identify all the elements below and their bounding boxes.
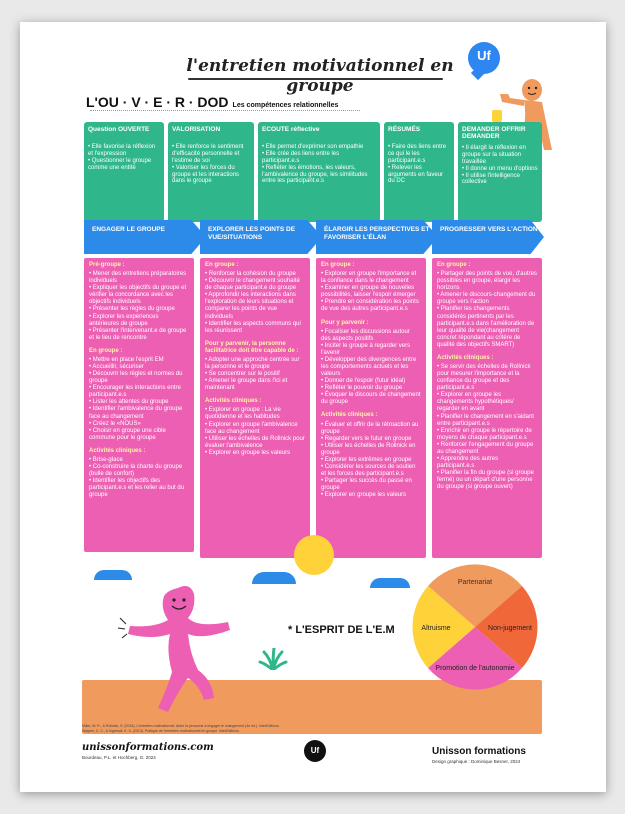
card-title: Question OUVERTE bbox=[88, 126, 150, 133]
section-heading: Pour y parvenir, la personne facilitatri… bbox=[205, 340, 299, 354]
card-valorisation: VALORISATION • Elle renforce le sentimen… bbox=[168, 122, 254, 222]
dotted-divider bbox=[90, 110, 360, 111]
section-heading: En groupe : bbox=[205, 262, 239, 268]
step-arrow-elargir: ÉLARGIR LES PERSPECTIVES ET FAVORISER L'… bbox=[316, 220, 438, 254]
esprit-pie-chart: Partenariat Non-jugement Promotion de l'… bbox=[410, 562, 540, 692]
section-heading: Pour y parvenir : bbox=[321, 319, 369, 326]
card-resumes: RÉSUMÉS • Faire des liens entre ce qui l… bbox=[384, 122, 454, 222]
section-heading: En groupe : bbox=[321, 262, 355, 268]
cloud-icon bbox=[94, 570, 132, 580]
footer-right: Unisson formations Design graphique : Do… bbox=[432, 746, 526, 764]
section-heading: Pré-groupe : bbox=[89, 262, 125, 268]
footer-site[interactable]: unissonformations.com bbox=[82, 742, 214, 753]
pie-slice-non-jugement bbox=[475, 586, 538, 668]
step-arrow-engager: ENGAGER LE GROUPE bbox=[84, 220, 206, 254]
reference-item: Miller, W. R., & Rollnick, S. (2024). L'… bbox=[82, 724, 280, 728]
column-engager: Pré-groupe : • Mener des entretiens prép… bbox=[84, 258, 194, 552]
section-heading: Activités cliniques : bbox=[321, 412, 378, 419]
section-text: • Mettre en place l'esprit EM • Accueill… bbox=[89, 356, 183, 441]
poster: l'entretien motivationnel en groupe Uf L… bbox=[20, 22, 606, 792]
title-underline bbox=[188, 78, 443, 80]
card-demander-offrir-demander: DEMANDER OFFRIR DEMANDER • Il élargit la… bbox=[458, 122, 542, 222]
running-character-icon bbox=[117, 586, 230, 712]
section-text: • Évaluer et offrir de la rétroaction au… bbox=[321, 421, 419, 499]
card-body: • Elle favorise la réflexion et l'expres… bbox=[88, 144, 156, 171]
section-text: • Adopter une approche centrée sur la pe… bbox=[205, 356, 300, 392]
footer-brand: Unisson formations bbox=[432, 746, 526, 757]
column-explorer: En groupe : • Renforcer la cohésion du g… bbox=[200, 258, 310, 558]
uf-logo-icon: Uf bbox=[468, 42, 500, 81]
footer-left: unissonformations.com Bourdeau, P.L. et … bbox=[82, 742, 214, 760]
step-arrow-explorer: EXPLORER LES POINTS DE VUE/SITUATIONS bbox=[200, 220, 322, 254]
pie-label-non-jugement: Non-jugement bbox=[488, 625, 532, 632]
section-text: • Renforcer la cohésion du groupe • Déco… bbox=[205, 271, 301, 334]
pie-label-autonomie: Promotion de l'autonomie bbox=[435, 665, 514, 672]
card-title: VALORISATION bbox=[172, 126, 221, 133]
footer-design-credit: Design graphique : Dominique Besner, 202… bbox=[432, 759, 521, 764]
footer-logo-icon: Uf bbox=[304, 740, 326, 762]
step-arrow-progresser: PROGRESSER VERS L'ACTION bbox=[432, 220, 544, 254]
section-text: • Partager des points de vue, d'autres p… bbox=[437, 271, 537, 348]
pie-slice-autonomie bbox=[428, 627, 522, 690]
pie-label-partenariat: Partenariat bbox=[458, 579, 492, 586]
header-subtitle: Les compétences relationnelles bbox=[232, 102, 339, 109]
pie-label-altruisme: Altruisme bbox=[421, 625, 450, 632]
cloud-icon bbox=[252, 572, 296, 584]
cloud-icon bbox=[370, 578, 410, 588]
footer-authors: Bourdeau, P.L. et Hochberg, G. 2024 bbox=[82, 755, 156, 760]
references: Miller, W. R., & Rollnick, S. (2024). L'… bbox=[82, 724, 382, 734]
section-heading: Activités cliniques : bbox=[437, 354, 494, 361]
card-title: DEMANDER OFFRIR DEMANDER bbox=[462, 126, 526, 141]
poster-title: l'entretien motivationnel en groupe bbox=[186, 56, 454, 96]
section-text: • Se servir des échelles de Rollnick pou… bbox=[437, 364, 534, 491]
esprit-label: * L'ESPRIT DE L'E.M bbox=[288, 624, 395, 636]
section-heading: Activités cliniques : bbox=[205, 398, 262, 405]
section-heading: En groupe : bbox=[89, 347, 123, 354]
logo-text: Uf bbox=[477, 48, 491, 63]
card-ecoute-reflective: ECOUTE réflective • Elle permet d'exprim… bbox=[258, 122, 380, 222]
column-elargir: En groupe : • Explorer en groupe l'impor… bbox=[316, 258, 426, 558]
plant-icon bbox=[258, 648, 288, 670]
header-title: L'OU · V · E · R · DOD bbox=[86, 94, 229, 110]
section-text: • Mener des entretiens préparatoires ind… bbox=[89, 271, 187, 341]
section-text: • Brise-glace • Co-construire la charte … bbox=[89, 456, 185, 499]
section-heading: En groupe : bbox=[437, 262, 471, 268]
card-body: • Elle permet d'exprimer son empathie • … bbox=[262, 144, 368, 185]
card-body: • Il élargit la réflexion en groupe sur … bbox=[462, 144, 538, 186]
pie-slice-altruisme bbox=[412, 586, 475, 668]
section-text: • Focaliser les discussions autour des a… bbox=[321, 328, 421, 406]
section-text: • Explorer en groupe l'importance et la … bbox=[321, 271, 419, 313]
logo-tail bbox=[470, 65, 486, 81]
card-body: • Elle renforce le sentiment d'efficacit… bbox=[172, 144, 244, 185]
card-title: ECOUTE réflective bbox=[262, 126, 320, 133]
section-text: • Explorer en groupe : La vie quotidienn… bbox=[205, 407, 305, 456]
card-body: • Faire des liens entre ce qui le les pa… bbox=[388, 144, 447, 185]
card-title: RÉSUMÉS bbox=[388, 126, 421, 133]
reference-item: Wagner, C. C., & Ingersoll, K. S. (2013)… bbox=[82, 728, 240, 733]
section-heading: Activités cliniques : bbox=[89, 447, 146, 454]
pie-slice-partenariat bbox=[428, 564, 522, 627]
sun-icon bbox=[294, 535, 334, 575]
column-progresser: En groupe : • Partager des points de vue… bbox=[432, 258, 542, 558]
card-question-ouverte: Question OUVERTE • Elle favorise la réfl… bbox=[84, 122, 164, 222]
